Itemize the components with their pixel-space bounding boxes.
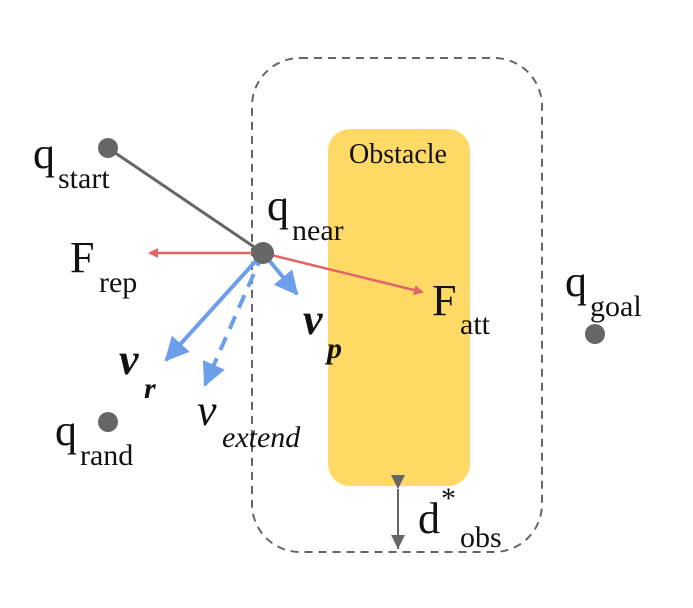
label-v-extend: v extend [197, 386, 301, 454]
label-v-p: v p [303, 295, 342, 365]
svg-text:d: d [418, 494, 440, 543]
obstacle-safety-boundary [251, 57, 543, 553]
svg-text:v: v [303, 295, 323, 344]
point-q-goal [585, 324, 605, 344]
svg-text:p: p [324, 332, 342, 365]
attractive-force-arrow [262, 251, 424, 295]
svg-text:v: v [197, 386, 217, 435]
svg-text:att: att [460, 308, 491, 341]
label-f-rep: F rep [70, 233, 137, 299]
svg-text:F: F [432, 276, 456, 325]
point-q-start [98, 138, 118, 158]
svg-text:v: v [119, 335, 139, 384]
svg-text:q: q [55, 406, 77, 455]
svg-text:start: start [58, 162, 110, 195]
velocity-r-arrow [164, 251, 265, 362]
label-d-obs: d * obs [418, 482, 502, 554]
svg-text:r: r [144, 372, 156, 405]
svg-text:q: q [267, 181, 289, 230]
label-q-start: q start [33, 129, 110, 195]
point-q-rand [98, 412, 118, 432]
svg-text:rand: rand [80, 439, 133, 472]
svg-text:q: q [565, 257, 587, 306]
svg-text:extend: extend [222, 421, 301, 454]
obstacle-label: Obstacle [349, 139, 447, 170]
svg-text:q: q [33, 129, 55, 178]
svg-text:*: * [441, 482, 456, 515]
velocity-extend-arrow [202, 252, 265, 387]
svg-text:obs: obs [460, 521, 502, 554]
svg-text:rep: rep [99, 266, 137, 299]
tree-edge [107, 146, 264, 255]
svg-text:goal: goal [590, 290, 642, 323]
svg-text:near: near [292, 214, 344, 247]
label-q-rand: q rand [55, 406, 133, 472]
label-q-goal: q goal [565, 257, 642, 323]
point-q-near [252, 242, 274, 264]
label-q-near: q near [267, 181, 344, 247]
obstacle-rect [328, 129, 470, 486]
label-f-att: F att [432, 276, 491, 341]
svg-text:F: F [70, 233, 94, 282]
label-v-r: v r [119, 335, 156, 405]
